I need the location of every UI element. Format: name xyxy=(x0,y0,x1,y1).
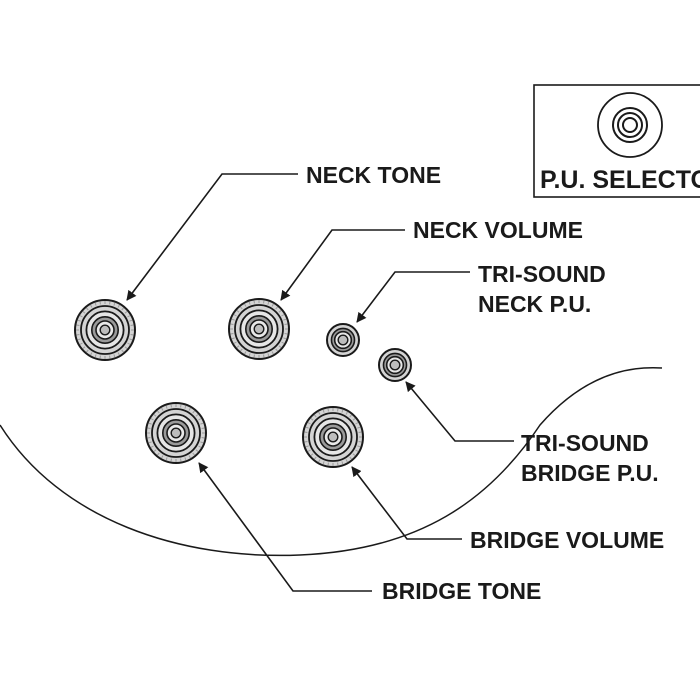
tri-sound-bridge-arrow xyxy=(405,381,514,442)
bridge-tone-label: BRIDGE TONE xyxy=(382,578,541,604)
neck-volume-knob[interactable] xyxy=(228,298,290,360)
neck-tone-knob[interactable] xyxy=(74,299,136,361)
neck-volume-arrow xyxy=(280,229,405,301)
bridge-tone-arrow xyxy=(198,462,372,592)
bridge-volume-knob[interactable] xyxy=(302,406,364,468)
bridge-volume-arrow xyxy=(351,466,462,540)
neck-tone-arrow xyxy=(126,173,298,301)
leader-lines xyxy=(126,173,514,592)
tri-sound-neck-label-line2: NECK P.U. xyxy=(478,291,591,317)
neck-volume-label: NECK VOLUME xyxy=(413,217,583,243)
tri-sound-neck-arrow xyxy=(356,271,470,323)
bridge-tone-knob[interactable] xyxy=(145,402,207,464)
pu-selector-panel: P.U. SELECTOR xyxy=(533,84,700,198)
tri-sound-bridge-label-line2: BRIDGE P.U. xyxy=(521,460,659,486)
pu-selector-label: P.U. SELECTOR xyxy=(540,166,700,194)
tri-sound-neck-switch[interactable] xyxy=(326,323,360,357)
selector-switch-icon[interactable] xyxy=(597,92,663,158)
bridge-volume-label: BRIDGE VOLUME xyxy=(470,527,664,553)
tri-sound-bridge-switch[interactable] xyxy=(378,348,412,382)
neck-tone-label: NECK TONE xyxy=(306,162,441,188)
tri-sound-bridge-label-line1: TRI-SOUND xyxy=(521,430,649,456)
tri-sound-neck-label-line1: TRI-SOUND xyxy=(478,261,606,287)
